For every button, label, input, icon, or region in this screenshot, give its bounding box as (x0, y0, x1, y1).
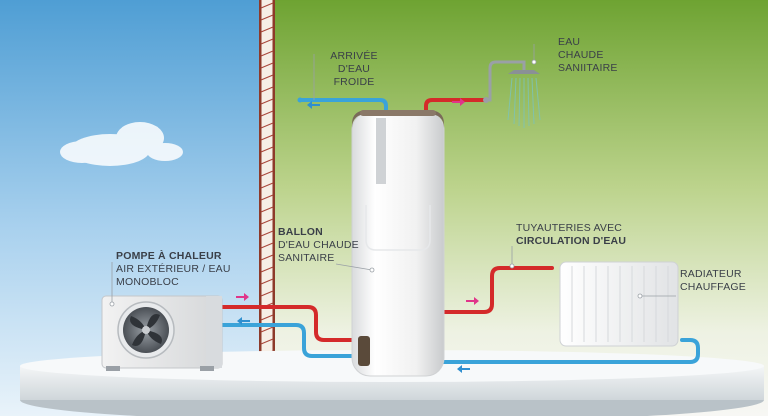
flow-arrow-cold-radiator (457, 365, 470, 373)
radiator-supply-pipe (436, 266, 554, 314)
cold-water-inlet-pipe (298, 98, 388, 120)
cold-water-inlet-line2: D'EAU (337, 63, 371, 75)
cloud (60, 122, 183, 166)
label-hot-water-tank: BALLON D'EAU CHAUDE SANITAIRE (278, 226, 368, 265)
label-domestic-hot-water: EAU CHAUDE SANIITAIRE (558, 36, 658, 75)
radiator-return-pipe (436, 338, 700, 364)
hot-water-tank-line3: SANITAIRE (278, 252, 335, 264)
flow-arrow-cold-pump (237, 317, 250, 325)
flow-arrow-hot-pump (236, 293, 249, 301)
brick-wall (259, 0, 275, 390)
domestic-hot-water-line3: SANIITAIRE (558, 62, 618, 74)
heat-pump-hot-pipe (218, 305, 362, 342)
heat-pump-unit (101, 295, 223, 371)
hot-water-tank-line1: BALLON (278, 226, 323, 238)
flow-arrows (236, 98, 479, 373)
label-cold-water-inlet: ARRIVÉE D'EAU FROIDE (318, 50, 390, 89)
heat-pump-line3: MONOBLOC (116, 276, 179, 288)
label-heat-pump: POMPE À CHALEUR AIR EXTÉRIEUR / EAU MONO… (116, 250, 256, 289)
heat-pump-return-pipe (218, 323, 362, 358)
heat-pump-line1: POMPE À CHALEUR (116, 250, 222, 262)
leader-tank (335, 263, 373, 271)
flow-arrow-hot-radiator (466, 297, 479, 305)
cold-water-inlet-line3: FROIDE (333, 76, 375, 88)
flow-arrow-cold-inlet (307, 101, 320, 109)
radiator-line1: RADIATEUR (680, 268, 742, 280)
domestic-hot-water-line2: CHAUDE (558, 49, 604, 61)
label-water-piping: TUYAUTERIES AVEC CIRCULATION D'EAU (516, 222, 646, 248)
label-radiator: RADIATEUR CHAUFFAGE (680, 268, 760, 294)
hot-water-outlet-pipe (424, 98, 486, 120)
domestic-hot-water-line1: EAU (558, 36, 581, 48)
cold-water-inlet-line1: ARRIVÉE (330, 50, 378, 62)
water-piping-line1: TUYAUTERIES AVEC (516, 222, 623, 234)
cold-inlet-joint (297, 97, 303, 103)
radiator-line2: CHAUFFAGE (680, 281, 746, 293)
heat-pump-line2: AIR EXTÉRIEUR / EAU (116, 263, 231, 275)
water-piping-line2: CIRCULATION D'EAU (516, 235, 627, 247)
shower-head (486, 60, 541, 128)
hot-water-tank-line2: D'EAU CHAUDE (278, 239, 359, 251)
hot-water-tank (351, 110, 445, 377)
flow-arrow-hot-shower (452, 98, 465, 106)
radiator (559, 261, 679, 347)
